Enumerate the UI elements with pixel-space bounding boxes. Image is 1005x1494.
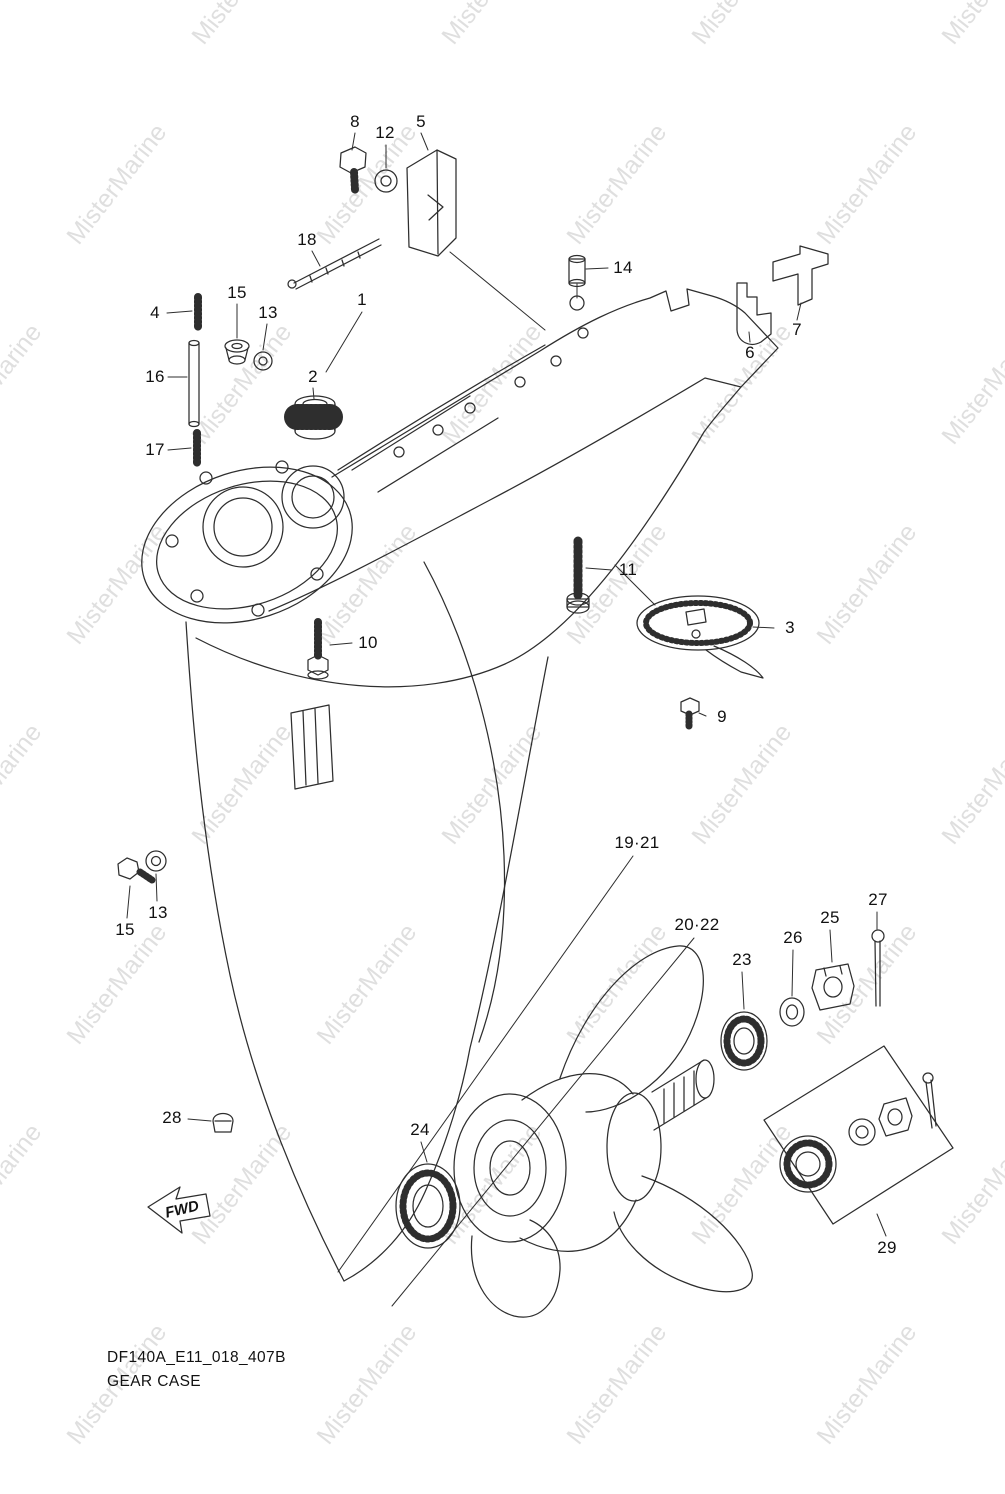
part-18-strap [288,239,381,289]
part-label-17: 17 [145,440,165,459]
part-5-anode [407,150,456,256]
part-15-bolt-lower [118,858,152,880]
part-7-bracket [773,246,828,305]
part-11-bolt [567,541,589,613]
part-label-15: 15 [115,920,135,939]
part-3-trim-tab [637,596,763,678]
part-label-8: 8 [350,112,360,131]
part-13-washer-lower [146,851,166,871]
part-label-19-21: 19·21 [614,833,660,852]
part-label-23: 23 [732,950,752,969]
part-label-18: 18 [297,230,317,249]
part-label-5: 5 [416,112,426,131]
part-label-28: 28 [162,1108,182,1127]
part-28-plug [213,1114,233,1133]
part-10-bolt [308,622,328,679]
part-15-bushing [225,340,249,364]
part-label-29: 29 [877,1238,897,1257]
part-label-3: 3 [785,618,795,637]
part-label-9: 9 [717,707,727,726]
part-2-bearing [295,396,335,439]
gear-case-housing [121,289,778,1281]
part-13-washer [254,352,272,370]
part-23-spacer [721,1012,767,1070]
part-label-14: 14 [613,258,633,277]
part-label-16: 16 [145,367,165,386]
part-12-washer [375,170,397,192]
part-label-24: 24 [410,1120,430,1139]
part-14-pin [569,256,585,287]
part-label-1: 1 [357,290,367,309]
part-label-15: 15 [227,283,247,302]
part-26-washer [780,998,804,1026]
part-label-20-22: 20·22 [674,915,720,934]
part-label-6: 6 [745,343,755,362]
part-8-bolt [340,147,366,190]
part-label-13: 13 [258,303,278,322]
part-label-26: 26 [783,928,803,947]
part-25-nut [812,964,854,1010]
propeller-assembly [454,946,752,1317]
footer-diagram-code: DF140A_E11_018_407B [107,1349,286,1366]
part-label-2: 2 [308,367,318,386]
footer-title-block: DF140A_E11_018_407B GEAR CASE [107,1346,286,1394]
part-label-11: 11 [618,560,638,579]
part-24-thrust-hub [396,1164,460,1248]
part-27-cotter-pin [872,930,884,1006]
part-29-service-kit [764,1046,953,1224]
part-label-25: 25 [820,908,840,927]
part-label-7: 7 [792,320,802,339]
part-16-tube [189,341,199,427]
part-label-27: 27 [868,890,888,909]
part-label-4: 4 [150,303,160,322]
fwd-arrow [148,1187,210,1233]
part-9-bolt [681,698,699,727]
part-label-12: 12 [375,123,395,142]
leader-lines [127,133,886,1306]
part-label-13: 13 [148,903,168,922]
part-6-bracket [737,283,771,344]
part-label-10: 10 [358,633,378,652]
footer-diagram-title: GEAR CASE [107,1373,202,1391]
